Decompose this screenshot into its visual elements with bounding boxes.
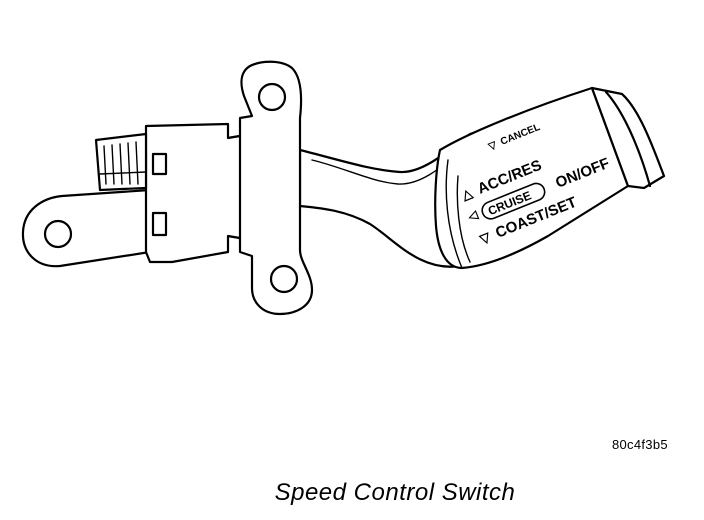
end-cap	[590, 86, 666, 190]
top-mounting-hole	[257, 82, 287, 112]
left-mounting-hole	[43, 219, 73, 249]
cruise-button-outline	[481, 182, 546, 220]
handle-grip	[434, 86, 630, 270]
mounting-plate	[226, 60, 314, 316]
switch-housing	[144, 122, 242, 264]
wire-connector	[94, 132, 148, 192]
figure-caption: Speed Control Switch	[274, 479, 516, 506]
bottom-mounting-hole	[269, 264, 299, 294]
lower-tab	[151, 211, 168, 237]
upper-tab	[151, 152, 168, 176]
image-code: 80c4f3b5	[612, 437, 668, 452]
cancel-arrow-icon: ▽	[486, 140, 498, 154]
left-mounting-arm	[21, 188, 152, 268]
